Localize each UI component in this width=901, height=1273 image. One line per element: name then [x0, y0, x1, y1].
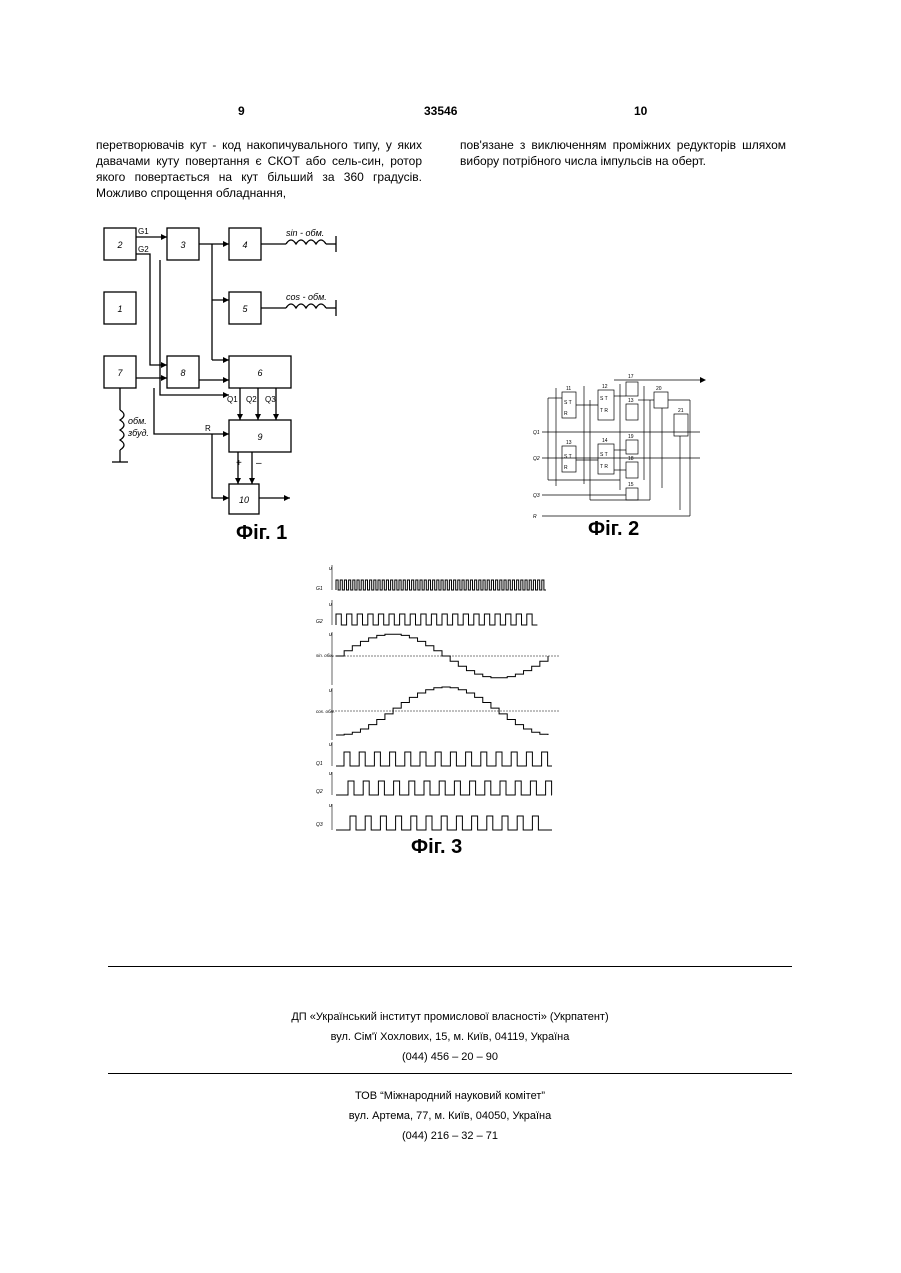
fig3-label-q1: Q1	[316, 761, 323, 767]
svg-text:u: u	[329, 688, 332, 694]
label-block-1: 1	[117, 304, 122, 314]
fig2-input-q1: Q1	[533, 430, 540, 436]
label-exc-winding-1: обм.	[128, 416, 147, 426]
svg-text:21: 21	[678, 408, 684, 414]
svg-text:T R: T R	[600, 464, 608, 470]
g2-wave	[336, 614, 537, 625]
label-exc-winding-2: збуд.	[127, 428, 149, 438]
label-g1: G1	[138, 227, 149, 236]
label-block-3: 3	[180, 240, 185, 250]
q1-wave	[336, 752, 552, 766]
fig3-label-sin: sin. обм.	[316, 653, 334, 658]
svg-text:u: u	[329, 566, 332, 572]
label-block-4: 4	[242, 240, 247, 250]
svg-text:12: 12	[602, 384, 608, 390]
label-r: R	[205, 424, 211, 433]
label-q3: Q3	[265, 395, 276, 404]
patent-number: 33546	[424, 104, 457, 118]
footer-rule-middle	[108, 1073, 792, 1074]
svg-text:20: 20	[656, 386, 662, 392]
fig3-label-g2: G2	[316, 619, 323, 625]
q3-wave	[336, 816, 552, 830]
svg-text:S T: S T	[564, 454, 572, 460]
fig2-input-q2: Q2	[533, 456, 540, 462]
label-block-5: 5	[242, 304, 248, 314]
fig1-caption: Фіг. 1	[236, 522, 287, 545]
label-block-8: 8	[180, 368, 185, 378]
label-g2: G2	[138, 245, 149, 254]
svg-text:17: 17	[628, 374, 634, 380]
fig3-timing-diagram: G1 G2 sin. обм. cos. обм. Q1 Q2 Q3 u u u…	[312, 562, 572, 834]
footer-org-1: ДП «Український інститут промислової вла…	[108, 1011, 792, 1023]
label-block-7: 7	[117, 368, 123, 378]
label-q2: Q2	[246, 395, 257, 404]
svg-text:19: 19	[628, 434, 634, 440]
svg-text:18: 18	[628, 456, 634, 462]
label-block-10: 10	[239, 495, 249, 505]
footer-org-2: ТОВ “Міжнародний науковий комітет”	[108, 1090, 792, 1102]
svg-text:R: R	[564, 465, 568, 471]
svg-text:13: 13	[628, 398, 634, 404]
label-plus: +	[236, 458, 242, 469]
q2-wave	[336, 781, 552, 795]
left-column-text: перетворювачів кут - код накопичувальног…	[96, 137, 422, 201]
svg-text:11: 11	[566, 386, 571, 392]
label-cos-winding: cos - обм.	[286, 292, 327, 302]
fig3-caption: Фіг. 3	[411, 836, 462, 859]
fig3-label-q2: Q2	[316, 789, 323, 795]
label-block-2: 2	[116, 240, 122, 250]
svg-text:u: u	[329, 632, 332, 638]
svg-text:S T: S T	[600, 452, 608, 458]
svg-text:R: R	[564, 411, 568, 417]
footer-phone-2: (044) 216 – 32 – 71	[108, 1130, 792, 1142]
svg-text:T R: T R	[600, 408, 608, 414]
fig1-block-diagram: 2 3 4 1 5 7 8 6 9 10 sin - обм. cos - об…	[95, 222, 355, 518]
svg-text:u: u	[329, 771, 332, 777]
svg-text:14: 14	[602, 438, 608, 444]
svg-text:13: 13	[566, 440, 572, 446]
label-sin-winding: sin - обм.	[286, 228, 324, 238]
footer-address-1: вул. Сім'ї Хохлових, 15, м. Київ, 04119,…	[108, 1031, 792, 1043]
label-minus: –	[256, 458, 262, 469]
svg-text:u: u	[329, 742, 332, 748]
svg-text:15: 15	[628, 482, 634, 488]
footer-address-2: вул. Артема, 77, м. Київ, 04050, Україна	[108, 1110, 792, 1122]
fig3-label-g1: G1	[316, 586, 323, 592]
fig2-input-q3: Q3	[533, 493, 540, 499]
svg-text:u: u	[329, 602, 332, 608]
svg-text:S T: S T	[564, 400, 572, 406]
label-block-6: 6	[257, 368, 262, 378]
right-column-text: пов'язане з виключенням проміжних редукт…	[460, 137, 786, 169]
label-block-9: 9	[257, 432, 262, 442]
g1-wave	[336, 580, 546, 590]
footer-phone-1: (044) 456 – 20 – 90	[108, 1051, 792, 1063]
page-number-left: 9	[238, 104, 245, 118]
page-number-right: 10	[634, 104, 647, 118]
svg-text:u: u	[329, 803, 332, 809]
fig2-input-r: R	[533, 514, 537, 520]
fig3-label-q3: Q3	[316, 822, 323, 828]
footer-rule-top	[108, 966, 792, 967]
svg-text:S T: S T	[600, 396, 608, 402]
label-q1: Q1	[227, 395, 238, 404]
fig2-logic-diagram: 11 12 17 13 20 21 13 14 19 18 15 S T R S…	[530, 368, 710, 520]
fig2-caption: Фіг. 2	[588, 518, 639, 541]
